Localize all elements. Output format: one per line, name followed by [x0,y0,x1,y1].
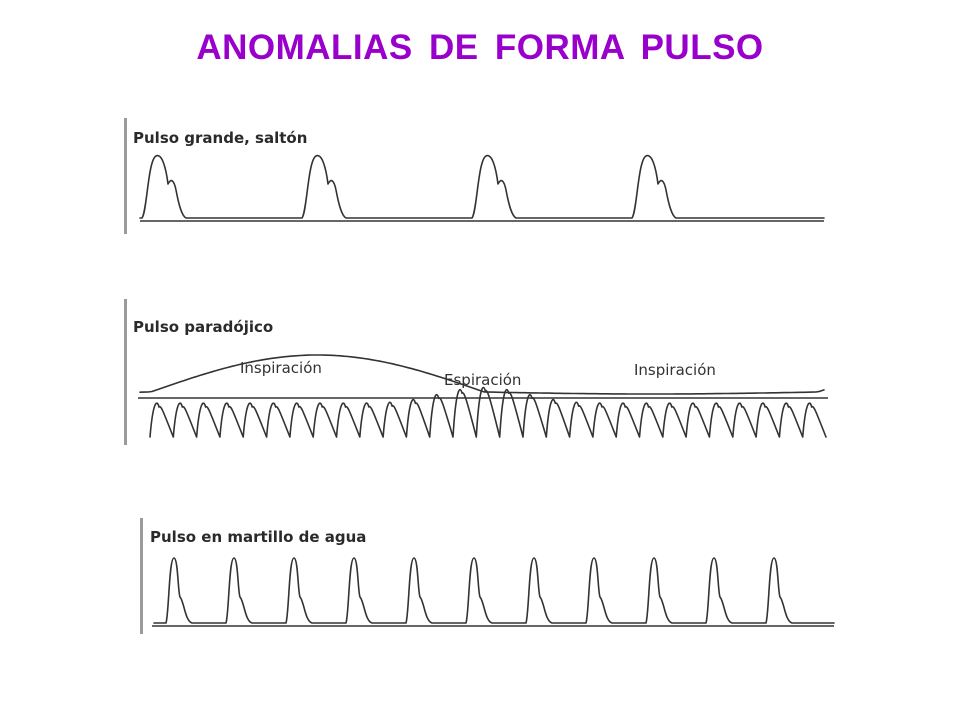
phase-label-espiracion: Espiración [444,371,521,389]
panel-label: Pulso grande, saltón [133,129,307,147]
panel-pulso-grande: Pulso grande, saltón [124,118,826,234]
pulse-trace-grande: Pulso grande, saltón [124,118,825,234]
pulse-trace-paradojico: Pulso paradójico Inspiración Espiración … [124,299,828,445]
pulse-trace-martillo: Pulso en martillo de agua [140,518,835,634]
phase-label-inspiracion-1: Inspiración [240,359,322,377]
panel-pulso-martillo: Pulso en martillo de agua [140,518,836,634]
panel-label: Pulso en martillo de agua [150,528,366,546]
pulse-waveform [153,557,835,624]
pulse-waveform [149,386,827,438]
page-title: ANOMALIAS DE FORMA PULSO [196,28,764,67]
panel-pulso-paradojico: Pulso paradójico Inspiración Espiración … [124,299,830,445]
panel-label: Pulso paradójico [133,318,273,336]
pulse-waveform [139,154,825,219]
phase-label-inspiracion-2: Inspiración [634,361,716,379]
